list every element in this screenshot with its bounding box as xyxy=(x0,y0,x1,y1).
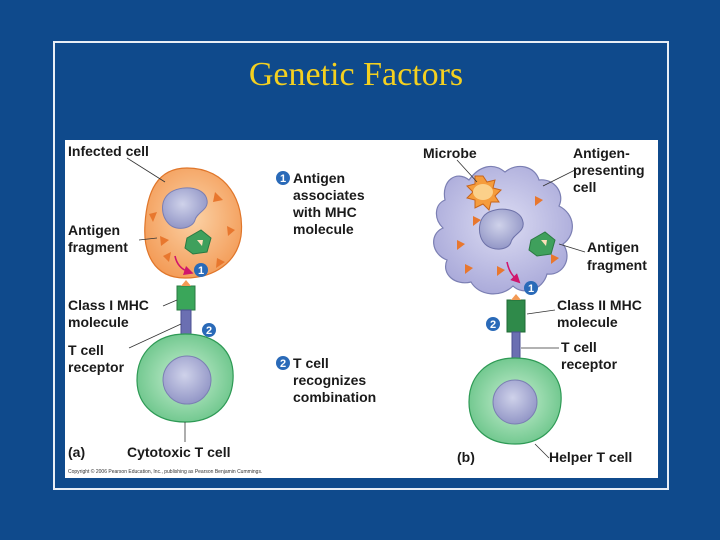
step-2-badge-b: 2 xyxy=(486,317,500,331)
label-antigen-fragment-b-2: fragment xyxy=(587,257,647,273)
t-cell-receptor-b xyxy=(511,331,521,359)
svg-text:2: 2 xyxy=(206,325,212,337)
diagram-svg: 1 2 Infected cell Antigen fragment Class… xyxy=(68,143,647,475)
label-panel-b: (b) xyxy=(457,449,475,465)
antigen-fragments-b xyxy=(457,196,559,276)
step-1-legend: 1 Antigen associates with MHC molecule xyxy=(276,170,365,237)
antigen-fragments-a xyxy=(149,192,235,268)
svg-text:recognizes: recognizes xyxy=(293,372,366,388)
label-antigen-fragment-a-1: Antigen xyxy=(68,222,120,238)
leader-lines-b xyxy=(456,159,586,459)
copyright-text: Copyright © 2006 Pearson Education, Inc.… xyxy=(68,468,262,475)
transport-arrow-a xyxy=(174,255,194,276)
svg-text:associates: associates xyxy=(293,187,365,203)
mhc-antigen-complex-b xyxy=(528,231,556,257)
label-class-i-mhc-1: Class I MHC xyxy=(68,297,149,313)
slide-frame xyxy=(53,41,669,490)
label-helper-t-cell: Helper T cell xyxy=(549,449,632,465)
label-t-cell-receptor-a-1: T cell xyxy=(68,342,104,358)
svg-text:2: 2 xyxy=(280,358,286,370)
cytotoxic-t-cell-nucleus xyxy=(162,355,212,405)
label-apc-1: Antigen- xyxy=(573,145,630,161)
step-2-legend: 2 T cell recognizes combination xyxy=(276,355,376,405)
class-i-mhc-molecule xyxy=(176,285,196,311)
microbe xyxy=(466,175,502,211)
svg-text:1: 1 xyxy=(280,173,286,185)
svg-text:Antigen: Antigen xyxy=(293,170,345,186)
svg-text:T cell: T cell xyxy=(293,355,329,371)
svg-text:2: 2 xyxy=(490,319,496,331)
step-1-badge-a: 1 xyxy=(194,263,208,277)
svg-text:1: 1 xyxy=(528,283,534,295)
panel-a: 1 2 Infected cell Antigen fragment Class… xyxy=(68,143,243,460)
class-ii-mhc-molecule xyxy=(506,299,526,333)
label-microbe: Microbe xyxy=(423,145,477,161)
label-apc-2: presenting xyxy=(573,162,645,178)
slide-title: Genetic Factors xyxy=(248,56,464,93)
step-1-badge-b: 1 xyxy=(524,281,538,295)
infected-cell-nucleus xyxy=(162,187,208,229)
label-t-cell-receptor-b-1: T cell xyxy=(561,339,597,355)
svg-text:with MHC: with MHC xyxy=(292,204,357,220)
panel-b: 1 2 Microbe Antigen- presenting cell Ant… xyxy=(423,145,647,465)
svg-text:molecule: molecule xyxy=(293,221,354,237)
steps-legend: 1 Antigen associates with MHC molecule 2… xyxy=(276,170,376,405)
mhc-antigen-complex-a xyxy=(184,229,212,255)
label-cytotoxic-t-cell: Cytotoxic T cell xyxy=(127,444,230,460)
apc-nucleus xyxy=(479,208,524,250)
step-2-badge-a: 2 xyxy=(202,323,216,337)
leader-lines-a xyxy=(126,157,186,442)
label-antigen-fragment-a-2: fragment xyxy=(68,239,128,255)
label-panel-a: (a) xyxy=(68,444,85,460)
label-t-cell-receptor-b-2: receptor xyxy=(561,356,618,372)
t-cell-receptor-a xyxy=(180,309,192,335)
label-apc-3: cell xyxy=(573,179,596,195)
svg-text:combination: combination xyxy=(293,389,376,405)
transport-arrow-b xyxy=(506,261,521,284)
label-class-ii-mhc-1: Class II MHC xyxy=(557,297,642,313)
label-t-cell-receptor-a-2: receptor xyxy=(68,359,125,375)
immune-diagram: 1 2 Infected cell Antigen fragment Class… xyxy=(65,140,658,478)
label-class-ii-mhc-2: molecule xyxy=(557,314,618,330)
svg-text:1: 1 xyxy=(198,265,204,277)
label-class-i-mhc-2: molecule xyxy=(68,314,129,330)
label-infected-cell: Infected cell xyxy=(68,143,149,159)
label-antigen-fragment-b-1: Antigen xyxy=(587,239,639,255)
helper-t-cell-nucleus xyxy=(492,379,538,425)
